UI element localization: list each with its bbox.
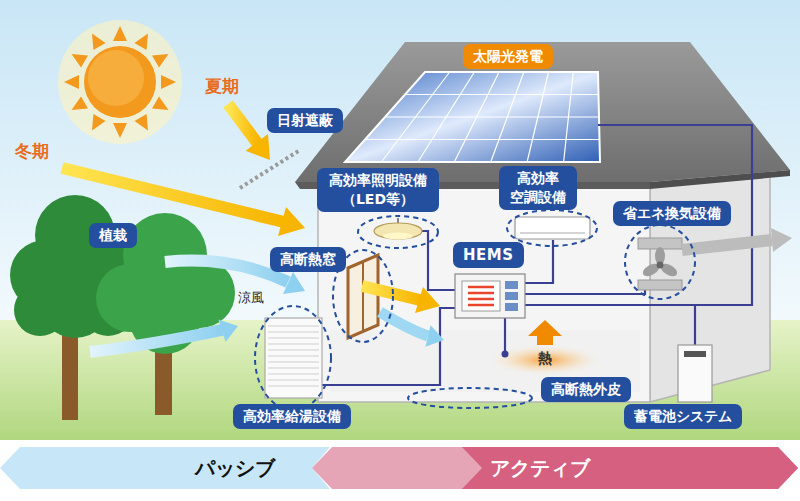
band-fill <box>0 447 330 489</box>
band-fill <box>312 447 798 489</box>
band-shape <box>0 447 330 489</box>
label-box: 蓄電池システム <box>624 404 742 429</box>
band-text: パッシブ <box>195 455 275 482</box>
label-text: 高断熱窓 <box>280 250 336 269</box>
label-text: HEMS <box>463 245 514 265</box>
free-label: 涼風 <box>238 289 264 307</box>
band-arrow: パッシブ <box>0 447 330 489</box>
label-text: 植栽 <box>99 226 127 245</box>
label-text: 高断熱外皮 <box>551 380 621 399</box>
band-text: アクティブ <box>490 455 590 482</box>
label-text: 省エネ換気設備 <box>623 204 721 223</box>
label-box: HEMS <box>453 242 524 268</box>
band-fill <box>462 447 798 489</box>
label-text: 高効率 空調設備 <box>509 169 567 207</box>
free-label: 冬期 <box>15 140 49 163</box>
band-arrow: アクティブ <box>312 447 800 489</box>
label-text: 日射遮蔽 <box>277 111 333 130</box>
label-box: 省エネ換気設備 <box>613 201 731 226</box>
label-box: 太陽光発電 <box>463 44 553 69</box>
label-text: 太陽光発電 <box>473 47 543 66</box>
label-box: 高効率照明設備 （LED等） <box>317 168 439 212</box>
label-box: 高断熱外皮 <box>541 377 631 402</box>
free-label: 夏期 <box>205 75 239 98</box>
label-box: 植栽 <box>89 223 137 248</box>
label-text: 高効率給湯設備 <box>243 407 341 426</box>
label-box: 高断熱窓 <box>270 247 346 272</box>
label-box: 高効率給湯設備 <box>233 404 351 429</box>
label-box: 高効率 空調設備 <box>499 166 577 210</box>
free-label: 熱 <box>538 350 552 368</box>
label-text: 蓄電池システム <box>634 407 732 426</box>
label-box: 日射遮蔽 <box>267 108 343 133</box>
label-text: 高効率照明設備 （LED等） <box>327 171 429 209</box>
